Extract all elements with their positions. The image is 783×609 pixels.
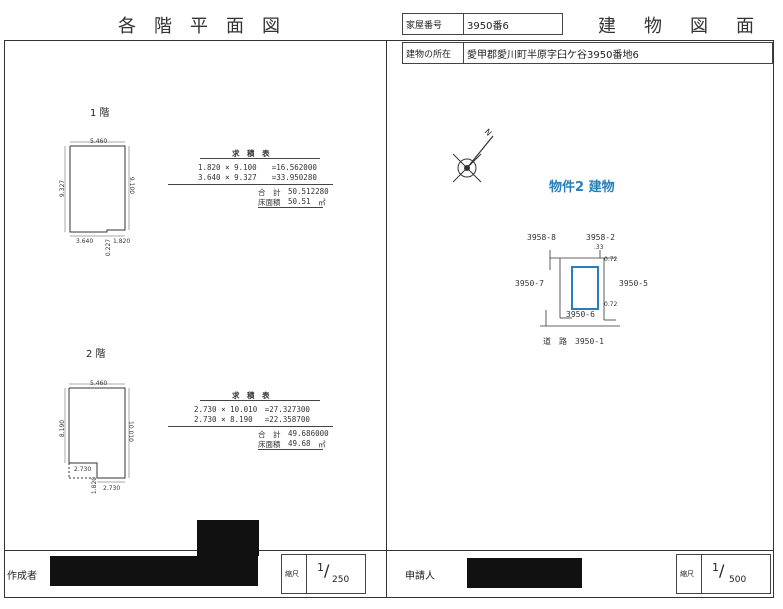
floor1-area-label: 床面積	[258, 198, 281, 207]
rule	[258, 207, 323, 208]
site-map	[540, 250, 620, 327]
floor2-dim-left: 8.190	[59, 419, 67, 438]
road-label: 道 路 3950-1	[543, 337, 604, 346]
drawing-frame	[4, 40, 774, 598]
scale-right: 1 / 500	[701, 554, 771, 594]
stamp-redaction	[197, 520, 259, 556]
floor1-dim-bottom-b: 1.820	[113, 238, 131, 245]
rule	[168, 426, 333, 427]
floor1-dim-right: 9.100	[128, 176, 136, 195]
floor2-total-value: 49.686000	[288, 429, 329, 438]
floor2-dim-step: 1.820	[91, 476, 99, 495]
floor1-unit: ㎡	[318, 198, 326, 207]
floor1-dim-top: 5.460	[90, 138, 108, 145]
floor2-row-2: 2.730 × 8.190 =22.358700	[194, 415, 310, 424]
house-number-value: 3950番6	[463, 13, 563, 35]
lot-right: 3950-5	[619, 279, 648, 288]
floor1-label: 1 階	[90, 108, 110, 119]
scale-left: 1 / 250	[306, 554, 366, 594]
floor2-unit: ㎡	[318, 440, 326, 449]
floor1-total-label: 合 計	[258, 188, 281, 197]
floor2-dim-right: 10.010	[127, 421, 134, 442]
rule	[200, 400, 320, 401]
floor2-row-1: 2.730 × 10.010 =27.327300	[194, 405, 310, 414]
rule	[258, 449, 323, 450]
rule	[168, 184, 333, 185]
site-dim-a: .33	[594, 244, 604, 251]
scale-right-num: 1	[712, 561, 719, 574]
scale-right-slash: /	[719, 561, 725, 580]
floor2-table-title: 求 積 表	[232, 391, 270, 400]
scale-label-right: 縮尺	[676, 554, 702, 594]
scale-left-slash: /	[324, 561, 330, 580]
scale-label-left: 縮尺	[281, 554, 307, 594]
floor2-dim-bottom-b: 2.730	[103, 485, 121, 492]
lot-top-left: 3958-8	[527, 233, 556, 242]
footer-rule	[4, 550, 774, 551]
rule	[200, 158, 320, 159]
location-value: 愛甲郡愛川町半原字臼ケ谷3950番地6	[463, 42, 773, 64]
floor1-row-2: 3.640 × 9.327 =33.950280	[198, 173, 317, 182]
building-label: 物件2 建物	[549, 180, 615, 195]
floor1-dim-step: 0.227	[105, 238, 113, 257]
floor1-area-value: 50.51	[288, 197, 311, 206]
scale-left-den: 250	[332, 575, 350, 585]
site-dim-b: 0.72	[604, 256, 618, 263]
floor2-area-value: 49.68	[288, 439, 311, 448]
floor1-total-value: 50.512280	[288, 187, 329, 196]
floor1-plan	[64, 141, 130, 237]
author-label: 作成者	[7, 570, 37, 582]
house-number-label: 家屋番号	[402, 13, 464, 35]
building-drawing-title: 建物図面	[598, 16, 782, 37]
floor-plan-title: 各階平面図	[118, 16, 298, 37]
applicant-redaction	[467, 558, 582, 588]
floor2-total-label: 合 計	[258, 430, 281, 439]
scale-left-num: 1	[317, 561, 324, 574]
lot-left: 3950-7	[515, 279, 544, 288]
floor1-table-title: 求 積 表	[232, 149, 270, 158]
floor1-dim-bottom-a: 3.640	[76, 238, 94, 245]
lot-self: 3950-6	[566, 310, 595, 319]
floor2-dim-top: 5.460	[90, 380, 108, 387]
floor2-dim-bottom-a: 2.730	[74, 466, 92, 473]
site-dim-c: 0.72	[604, 301, 618, 308]
north-compass-icon	[452, 135, 494, 183]
location-label: 建物の所在	[402, 42, 464, 64]
applicant-label: 申請人	[405, 570, 435, 582]
lot-top-right: 3958-2	[586, 233, 615, 242]
floor2-label: 2 階	[86, 349, 106, 360]
author-redaction	[50, 556, 258, 586]
center-divider	[386, 40, 387, 598]
scale-right-den: 500	[729, 575, 747, 585]
floor1-row-1: 1.820 × 9.100 =16.562000	[198, 163, 317, 172]
floor1-dim-left: 9.327	[59, 179, 67, 198]
floor2-plan	[64, 383, 130, 483]
floor2-area-label: 床面積	[258, 440, 281, 449]
